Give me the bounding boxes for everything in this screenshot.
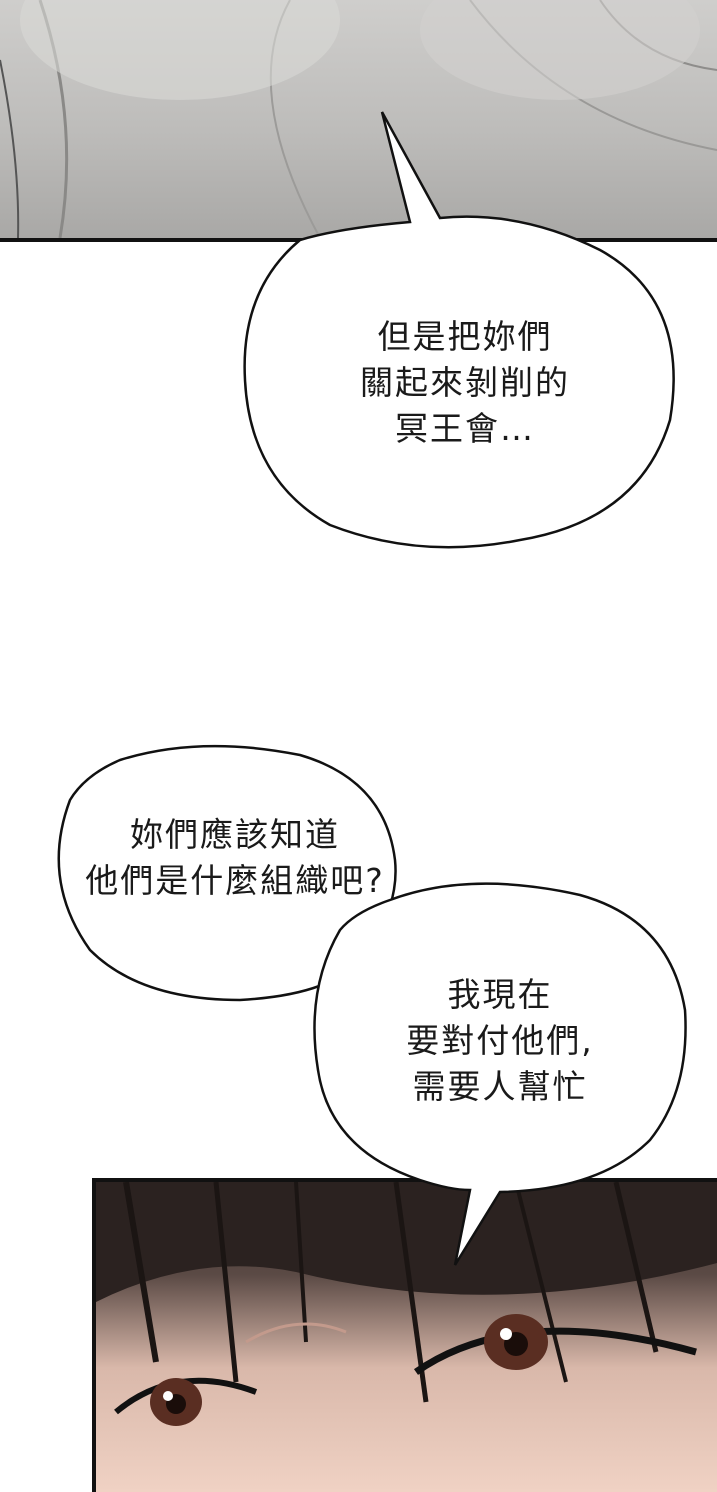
bubble-1-line-1: 但是把妳們 (377, 317, 553, 356)
top-art-panel (0, 0, 717, 242)
bubble-2-line-2: 他們是什麼組織吧? (85, 861, 385, 900)
bubble-1-line-2: 關起來剝削的 (360, 363, 570, 402)
bottom-panel-art (96, 1182, 717, 1426)
bubble-2-line-1: 妳們應該知道 (130, 815, 340, 854)
bubble-3-line-2: 要對付他們, (406, 1021, 594, 1060)
bubble-3-line-3: 需要人幫忙 (412, 1067, 588, 1106)
top-panel-art (0, 0, 717, 238)
bubble-1-text: 但是把妳們 關起來剝削的 冥王會… (310, 314, 620, 452)
bubble-3-line-1: 我現在 (447, 975, 553, 1014)
bubble-2-text: 妳們應該知道 他們是什麼組織吧? (55, 812, 415, 904)
bubble-3-text: 我現在 要對付他們, 需要人幫忙 (360, 972, 640, 1110)
bottom-art-panel (92, 1178, 717, 1492)
bubble-1-line-3: 冥王會… (395, 409, 535, 448)
